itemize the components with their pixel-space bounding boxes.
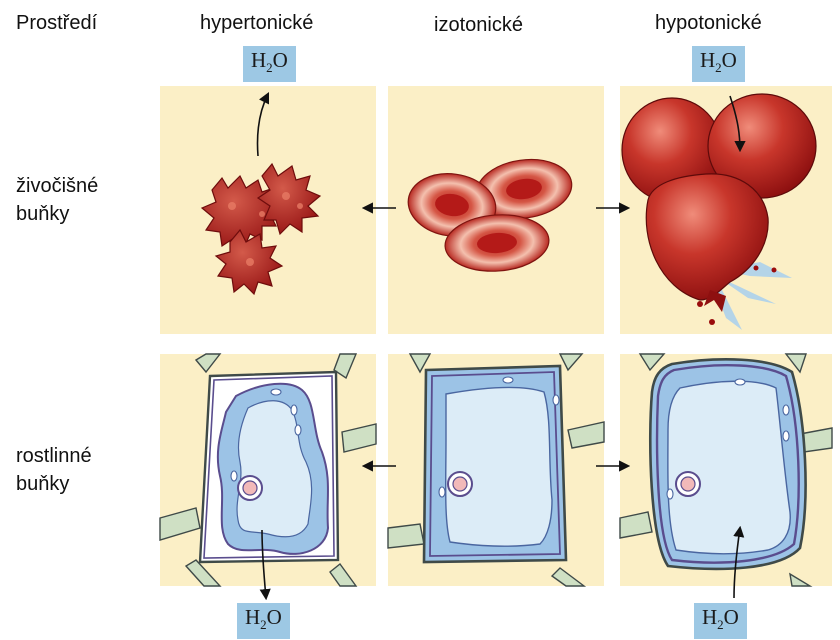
water-label-hypertonic-plant: H2O [237,603,290,640]
normal-red-blood-cells [407,158,573,272]
column-hypotonic-label: hypotonické [655,12,762,34]
row-plant-cells-label: rostlinné buňky [16,442,92,498]
row-animal-cells-label: živočišné buňky [16,172,98,228]
row-animal-line1: živočišné [16,175,99,197]
water-label-hypertonic-animal: H2O [243,46,296,83]
water-in-plant-arrow [733,525,745,599]
environment-header: Prostředí [16,12,98,34]
water-in-animal-arrow [729,95,746,153]
water-out-animal-arrow [256,91,270,157]
row-animal-line2: buňky [16,203,70,225]
plasmolyzed-plant-cell [198,370,340,564]
water-out-plant-arrow [259,529,271,601]
row-plant-line2: buňky [16,473,70,495]
water-label-hypotonic-plant: H2O [694,603,747,640]
neighbor-cell-walls [159,353,833,587]
lysed-red-blood-cells [621,93,817,330]
column-hypertonic-label: hypertonické [200,12,314,34]
row-plant-line1: rostlinné [16,445,92,467]
turgid-plant-cell [648,358,807,571]
water-label-hypotonic-animal: H2O [692,46,745,83]
transition-arrows [361,202,631,472]
column-isotonic-label: izotonické [434,14,523,36]
normal-plant-cell [422,364,568,564]
water-flow-arrows [256,91,746,601]
